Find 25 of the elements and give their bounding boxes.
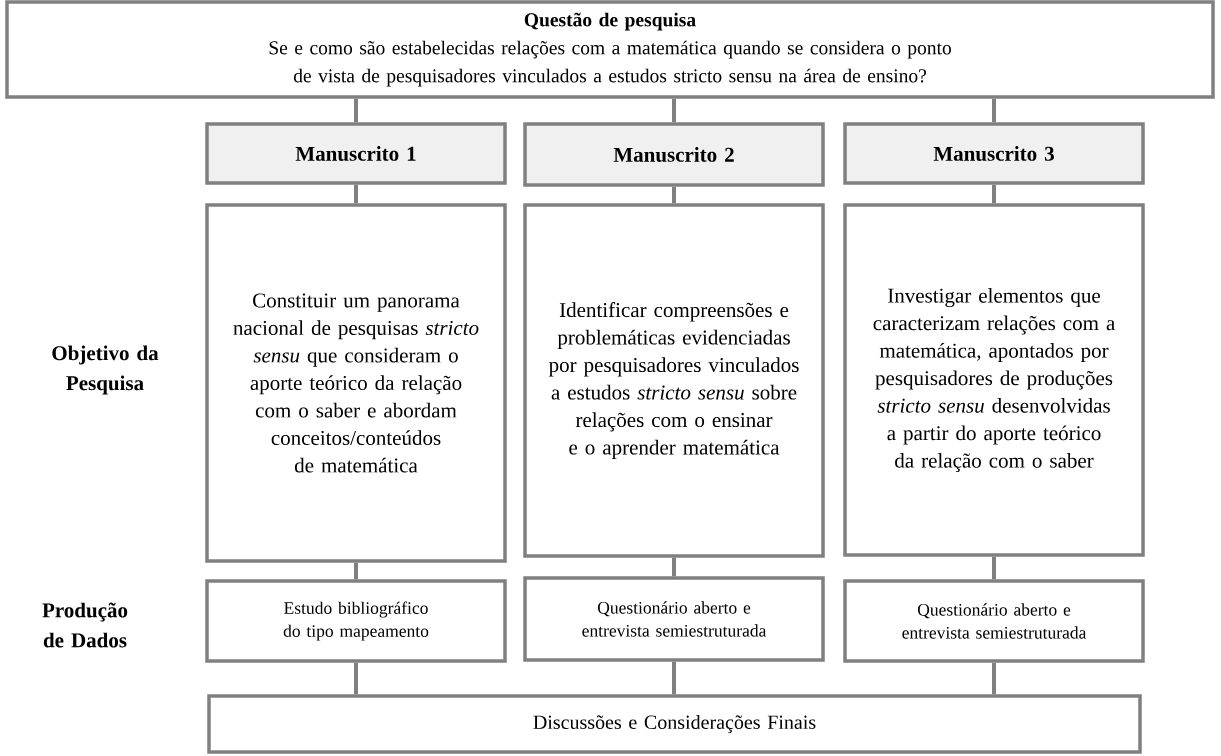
question-box: Questão de pesquisa Se e como são estabelecidas relações com a matemática quando se considera o ponto de vista de pesquisadores vinculados a estudos stricto sensu na área de ensino?	[5, 0, 1215, 99]
method-box: Questionário aberto e entrevista semiestruturada	[523, 576, 825, 662]
connector-line	[992, 184, 996, 204]
manuscript-box: Manuscrito 1	[205, 122, 507, 185]
row-label: Produção de Dados	[42, 602, 128, 648]
conclusion-box: Discussões e Considerações Finais	[207, 694, 1142, 754]
objective-box: Identificar compreensões e problemáticas evidenciadas por pesquisadores vinculados a estudos stricto sensu sobre relações com o ensinar e o aprender matemática	[523, 203, 825, 558]
method-box: Questionário aberto e entrevista semiestruturada	[843, 579, 1145, 663]
connector-line	[672, 661, 676, 695]
connector-line	[354, 184, 358, 204]
connector-line	[672, 98, 676, 123]
method-box: Estudo bibliográfico do tipo mapeamento	[205, 579, 507, 663]
connector-line	[672, 557, 676, 577]
connector-line	[672, 186, 676, 204]
connector-line	[992, 98, 996, 123]
objective-box: Constituir um panorama nacional de pesquisas stricto sensu que consideram o aporte teórico da relação com o saber e abordam conceitos/conteúdos de matemática	[205, 203, 507, 563]
connector-line	[992, 556, 996, 580]
connector-line	[354, 98, 358, 123]
manuscript-box: Manuscrito 2	[523, 122, 825, 187]
objective-box: Investigar elementos que caracterizam relações com a matemática, apontados por pesquisadores de produções stricto sensu desenvolvidas a partir do aporte teórico da relação com o saber	[843, 203, 1145, 557]
connector-line	[354, 562, 358, 580]
row-label: Objetivo da Pesquisa	[52, 345, 159, 395]
connector-line	[354, 662, 358, 695]
manuscript-box: Manuscrito 3	[843, 122, 1145, 185]
connector-line	[992, 662, 996, 695]
